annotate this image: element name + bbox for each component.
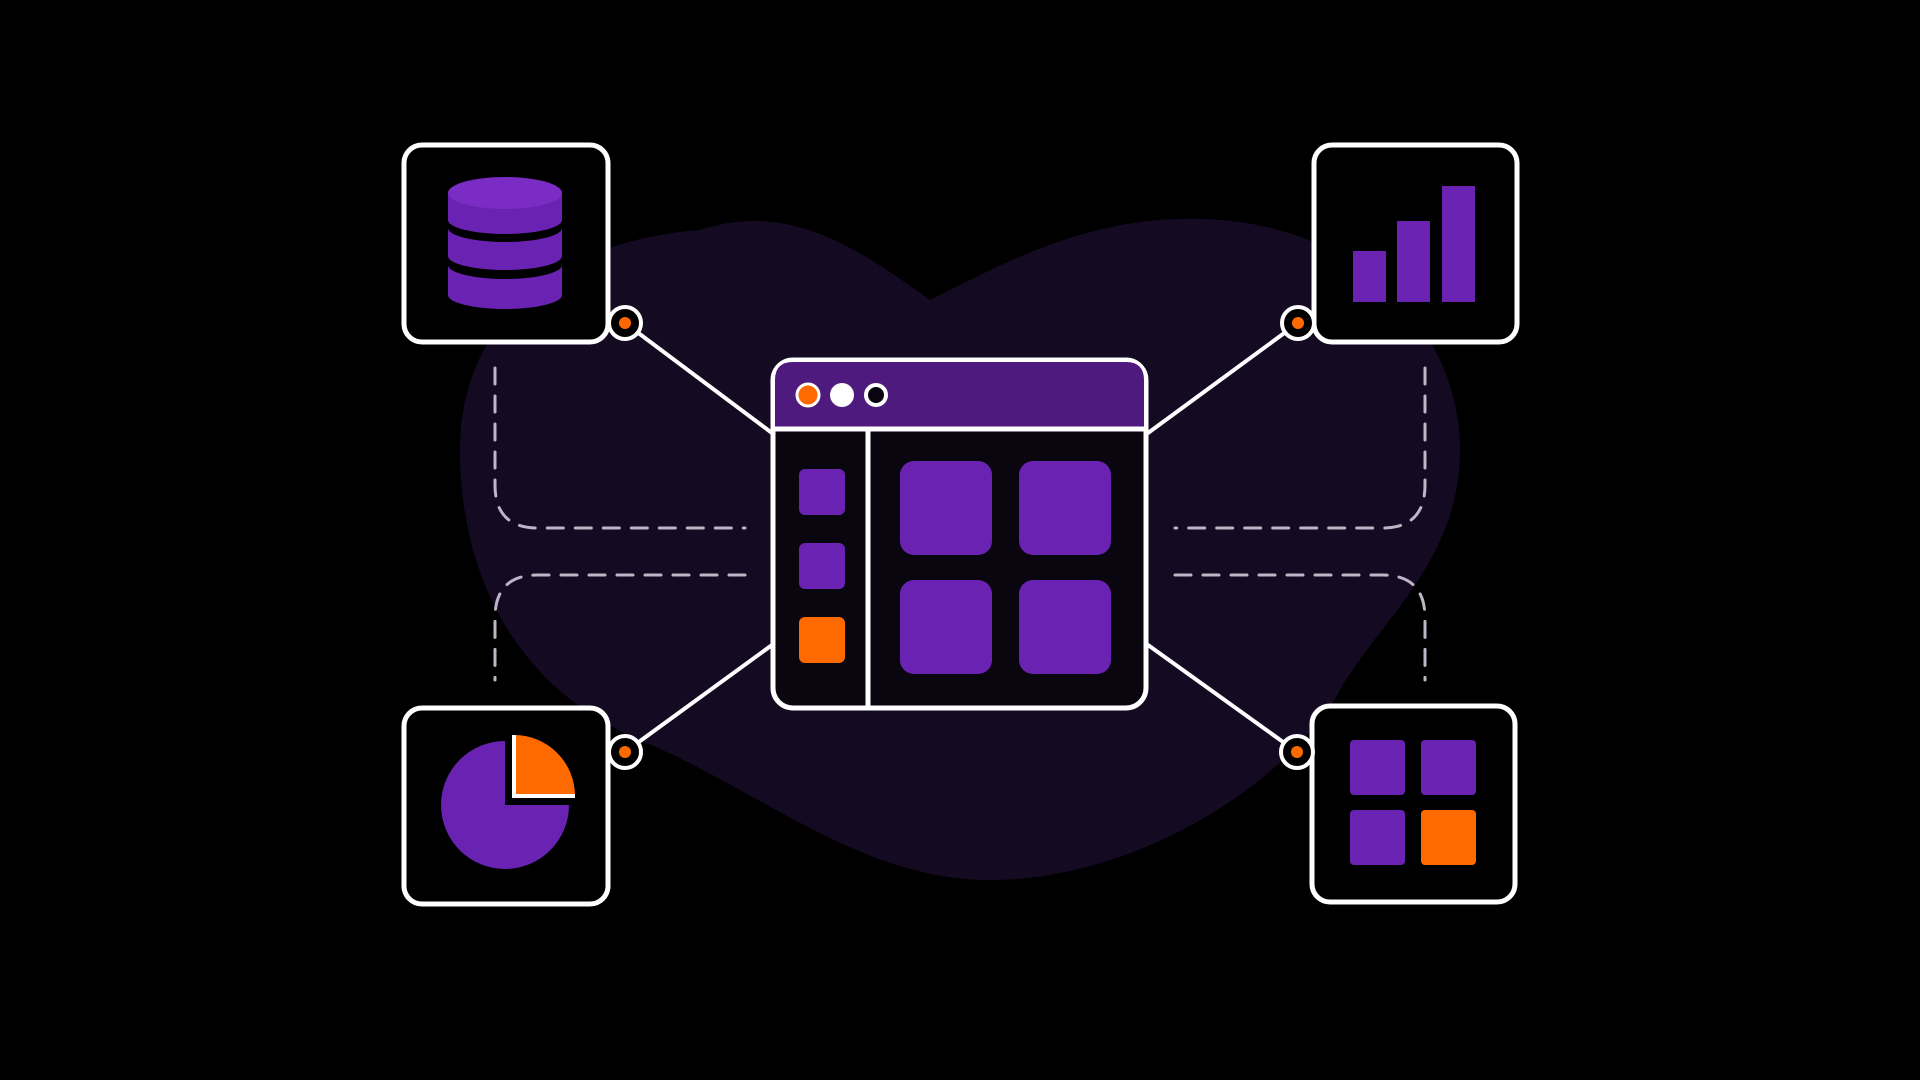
dashed-line-bottom-right (1173, 573, 1427, 682)
content-tile-1 (900, 461, 992, 555)
app-window-icon (770, 357, 1149, 711)
solid-connectors (623, 321, 1300, 754)
connector-bottom-left (623, 643, 774, 754)
titlebar-dot-white (830, 383, 854, 407)
dashed-line-top-left (493, 366, 747, 530)
dashed-connectors-right (1173, 366, 1427, 682)
app-window-titlebar (775, 362, 1144, 428)
database-node (401, 142, 643, 345)
sidebar-item-3 (799, 617, 845, 663)
bar-chart-node-port-dot (1292, 317, 1304, 329)
dashed-connectors-left (493, 366, 747, 682)
database-node-port-dot (619, 317, 631, 329)
sidebar-item-1 (799, 469, 845, 515)
grid-node-frame (1309, 703, 1518, 905)
connector-top-right (1146, 321, 1300, 435)
content-tile-3 (900, 580, 992, 674)
titlebar-dot-orange (795, 382, 821, 408)
bar-chart-icon (1353, 186, 1475, 302)
connector-top-left (623, 321, 774, 435)
pie-chart-node (401, 705, 643, 907)
content-tile-4 (1019, 580, 1111, 674)
connector-bottom-right (1146, 643, 1299, 754)
dashed-line-top-right (1173, 366, 1427, 530)
pie-chart-icon (441, 735, 575, 869)
database-icon (448, 177, 562, 309)
bar-chart-node (1280, 142, 1520, 345)
content-tile-2 (1019, 461, 1111, 555)
sidebar-item-2 (799, 543, 845, 589)
dashed-line-bottom-left (493, 573, 747, 682)
titlebar-dot-outline (864, 383, 888, 407)
grid-node-port-dot (1291, 746, 1303, 758)
grid-node (1279, 703, 1518, 905)
pie-chart-node-port-dot (619, 746, 631, 758)
grid-icon (1350, 740, 1476, 865)
